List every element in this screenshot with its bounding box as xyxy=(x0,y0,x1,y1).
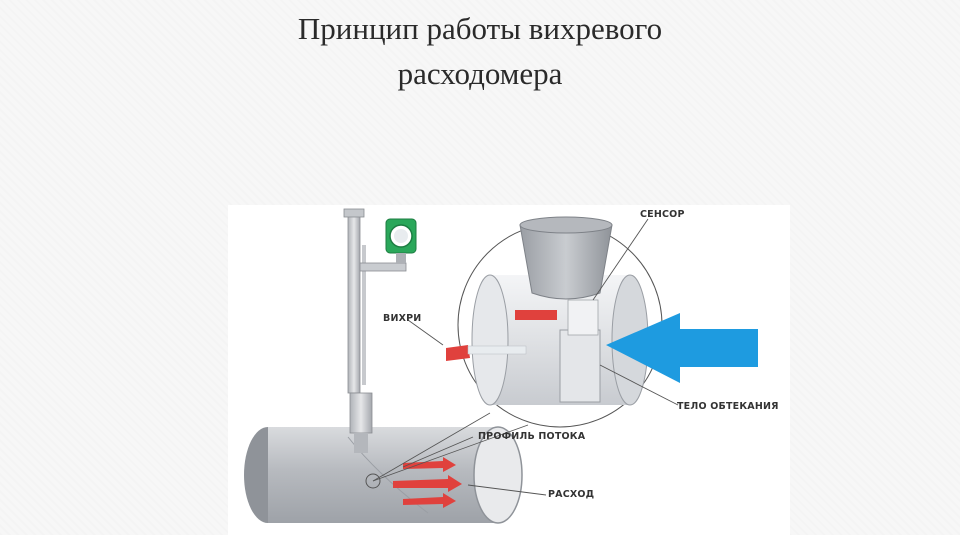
label-bluff-body: ТЕЛО ОБТЕКАНИЯ xyxy=(677,401,779,412)
label-sensor: СЕНСОР xyxy=(640,209,685,220)
flow-profile-arrows xyxy=(393,457,462,508)
title-line-2: расходомера xyxy=(397,56,563,91)
flow-direction-arrow xyxy=(606,313,758,383)
vortex-flowmeter-diagram: СЕНСОР ВИХРИ ТЕЛО ОБТЕКАНИЯ ПРОФИЛЬ ПОТО… xyxy=(228,205,790,535)
sensor-mast xyxy=(343,208,407,489)
label-flow-profile: ПРОФИЛЬ ПОТОКА xyxy=(478,431,586,442)
label-leaders xyxy=(402,218,679,496)
diagram-drawing xyxy=(244,208,758,524)
label-flow: РАСХОД xyxy=(548,489,595,500)
title-line-1: Принцип работы вихревого xyxy=(297,11,663,46)
slide-title: Принцип работы вихревого расходомера xyxy=(0,6,960,96)
transmitter-head xyxy=(385,218,417,263)
label-vortices: ВИХРИ xyxy=(383,313,422,324)
